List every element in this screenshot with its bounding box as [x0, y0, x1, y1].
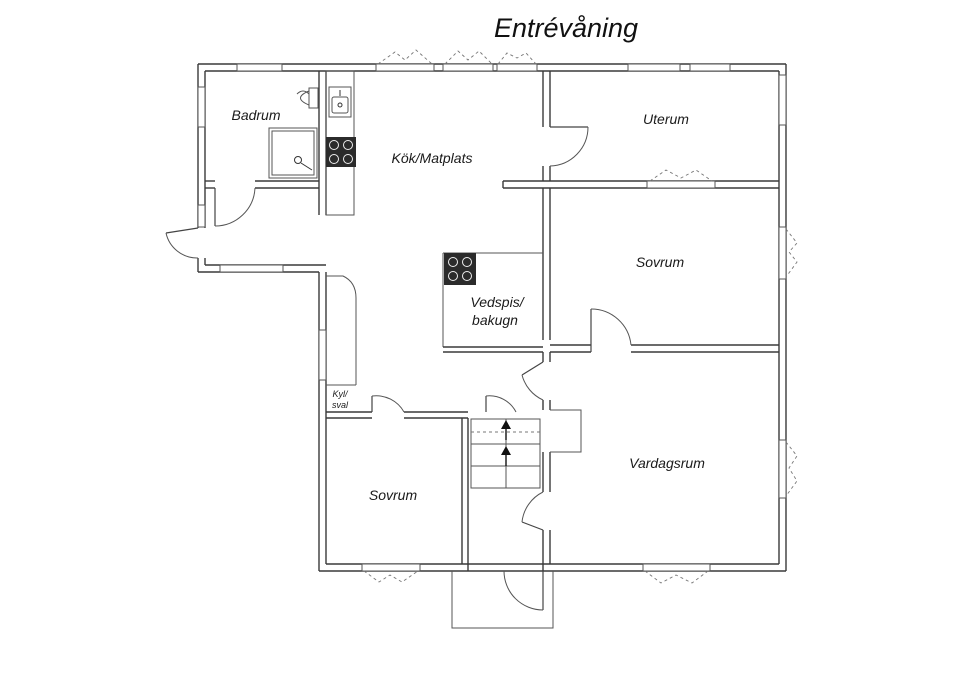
room-label-sovrum-upper: Sovrum [636, 254, 685, 270]
room-label-vedspis-line1: Vedspis/ [470, 294, 525, 310]
room-label-kyl-line1: Kyl/ [332, 389, 349, 399]
arrow-up-icon [501, 446, 511, 466]
room-label-sovrum-lower: Sovrum [369, 487, 418, 503]
shower-icon [268, 127, 318, 179]
windows [197, 49, 798, 584]
room-label-kyl-line2: sval [332, 400, 349, 410]
interior-walls [205, 71, 779, 564]
stove-icon [326, 137, 356, 167]
plan-title: Entrévåning [494, 13, 638, 43]
doors [165, 126, 632, 611]
room-label-badrum: Badrum [231, 107, 280, 123]
room-label-uterum: Uterum [643, 111, 689, 127]
room-label-vedspis-line2: bakugn [472, 312, 518, 328]
room-label-vardagsrum: Vardagsrum [629, 455, 705, 471]
stairs [470, 418, 541, 489]
sink-icon [328, 86, 352, 118]
washbasin-icon [296, 90, 310, 95]
stove-icon [444, 253, 476, 285]
entrance-porch [451, 564, 554, 629]
room-label-kok: Kök/Matplats [392, 150, 473, 166]
arrow-up-icon [501, 420, 511, 440]
